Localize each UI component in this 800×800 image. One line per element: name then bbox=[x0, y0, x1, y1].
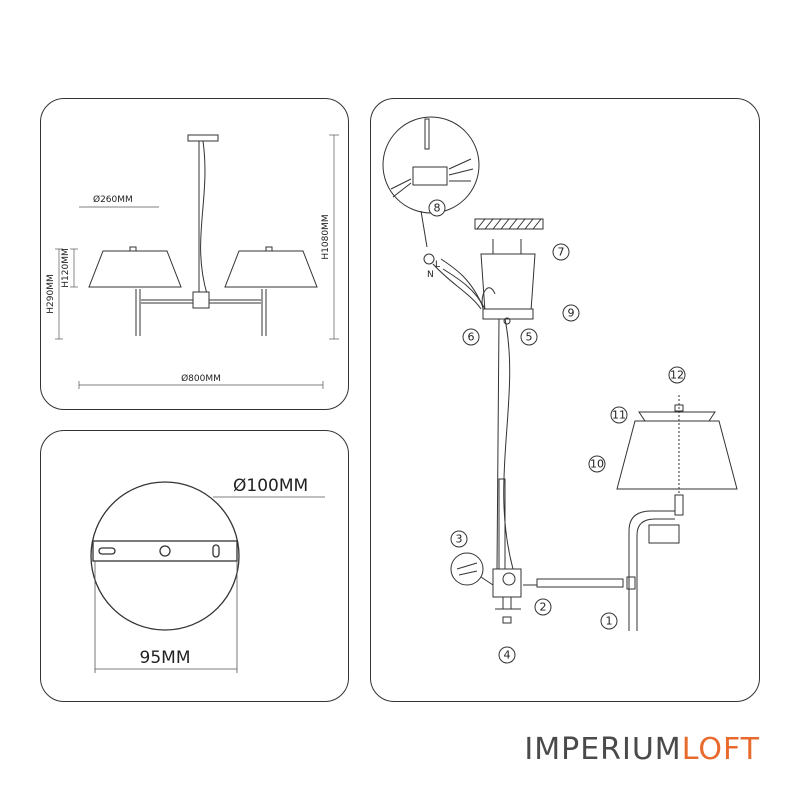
neutral-wire-label: N bbox=[427, 270, 434, 280]
shade-height-label: H120MM bbox=[61, 248, 71, 287]
mount-panel: Ø100MM 95MM bbox=[40, 430, 349, 702]
ceiling-surface bbox=[474, 218, 544, 230]
shade-diameter-label: Ø260MM bbox=[93, 194, 133, 205]
ceiling-canopy bbox=[187, 134, 219, 142]
assembly-panel: 1 2 3 4 5 6 7 8 9 10 11 12 L N bbox=[370, 98, 760, 702]
canopy-plate bbox=[482, 308, 534, 320]
live-wire-label: L bbox=[435, 260, 440, 270]
shade-top bbox=[638, 411, 716, 422]
connector-detail bbox=[450, 552, 484, 586]
step-11-number: 11 bbox=[612, 409, 626, 422]
step-8-badge bbox=[428, 199, 446, 217]
brand-logo: IMPERIUMLOFT bbox=[524, 732, 760, 767]
step-3-number: 3 bbox=[456, 533, 463, 546]
step-5-badge bbox=[520, 328, 538, 346]
step-11-badge bbox=[610, 406, 628, 424]
lamp-arm bbox=[628, 510, 675, 631]
step-1-badge bbox=[600, 612, 618, 630]
mounting-bracket bbox=[92, 540, 238, 562]
bracket-slot-left bbox=[98, 547, 116, 555]
step-10-number: 10 bbox=[590, 458, 604, 471]
total-height-label: H1080MM bbox=[321, 214, 331, 259]
arm-tube bbox=[536, 578, 624, 588]
wire-loop bbox=[481, 287, 496, 310]
step-9-number: 9 bbox=[568, 307, 575, 320]
screwdriver bbox=[424, 118, 430, 150]
lamp-holder bbox=[648, 524, 680, 544]
overview-panel: Ø260MM H1080MM H290MM H120MM Ø800MM bbox=[40, 98, 349, 410]
step-7-number: 7 bbox=[558, 246, 565, 259]
body-height-label: H290MM bbox=[46, 274, 56, 313]
ground-wire bbox=[432, 263, 482, 310]
step-1-number: 1 bbox=[606, 615, 613, 628]
bracket-center-hole bbox=[159, 545, 171, 557]
step-3-badge bbox=[450, 530, 468, 548]
left-shade bbox=[88, 250, 182, 288]
step-10-badge bbox=[588, 455, 606, 473]
assembly-drawing: 1 2 3 4 5 6 7 8 9 10 11 12 L N bbox=[382, 116, 738, 664]
right-shade bbox=[224, 250, 318, 288]
center-hub bbox=[492, 568, 522, 598]
total-width-label: Ø800MM bbox=[181, 373, 221, 384]
canopy-screw bbox=[503, 317, 511, 325]
step-9-badge bbox=[562, 304, 580, 322]
step-6-badge bbox=[462, 328, 480, 346]
power-cable bbox=[503, 318, 514, 570]
canopy-cup bbox=[480, 253, 536, 312]
detail-pointer bbox=[420, 210, 428, 248]
step-2-badge bbox=[534, 598, 552, 616]
step-12-number: 12 bbox=[670, 369, 684, 382]
lamp-shade bbox=[616, 420, 738, 490]
step-7-badge bbox=[552, 243, 570, 261]
step-12-badge bbox=[668, 366, 686, 384]
chandelier-dimension-drawing: Ø260MM H1080MM H290MM H120MM Ø800MM bbox=[46, 134, 339, 389]
wiring-detail-circle bbox=[382, 116, 480, 214]
step-8-number: 8 bbox=[434, 202, 441, 215]
canopy-diameter-label: Ø100MM bbox=[233, 476, 308, 496]
bracket-slot-right bbox=[212, 544, 220, 558]
step-4-badge bbox=[498, 646, 516, 664]
shade-nut bbox=[674, 404, 684, 412]
canopy-mount-drawing: Ø100MM 95MM bbox=[90, 476, 325, 673]
bracket-spacing-label: 95MM bbox=[140, 648, 191, 668]
suspension-rod bbox=[496, 318, 500, 570]
terminal-block bbox=[412, 166, 448, 186]
step-4-number: 4 bbox=[504, 649, 511, 662]
step-5-number: 5 bbox=[526, 331, 533, 344]
detail-wires bbox=[448, 158, 474, 182]
center-body bbox=[192, 291, 210, 309]
lamp-socket bbox=[674, 494, 684, 516]
brand-name-part1: IMPERIUM bbox=[524, 732, 682, 767]
ground-terminal bbox=[423, 253, 435, 265]
arm-end bbox=[626, 576, 636, 590]
brand-name-part2: LOFT bbox=[681, 732, 760, 767]
step-6-number: 6 bbox=[468, 331, 475, 344]
step-2-number: 2 bbox=[540, 601, 547, 614]
power-cable bbox=[200, 140, 208, 295]
